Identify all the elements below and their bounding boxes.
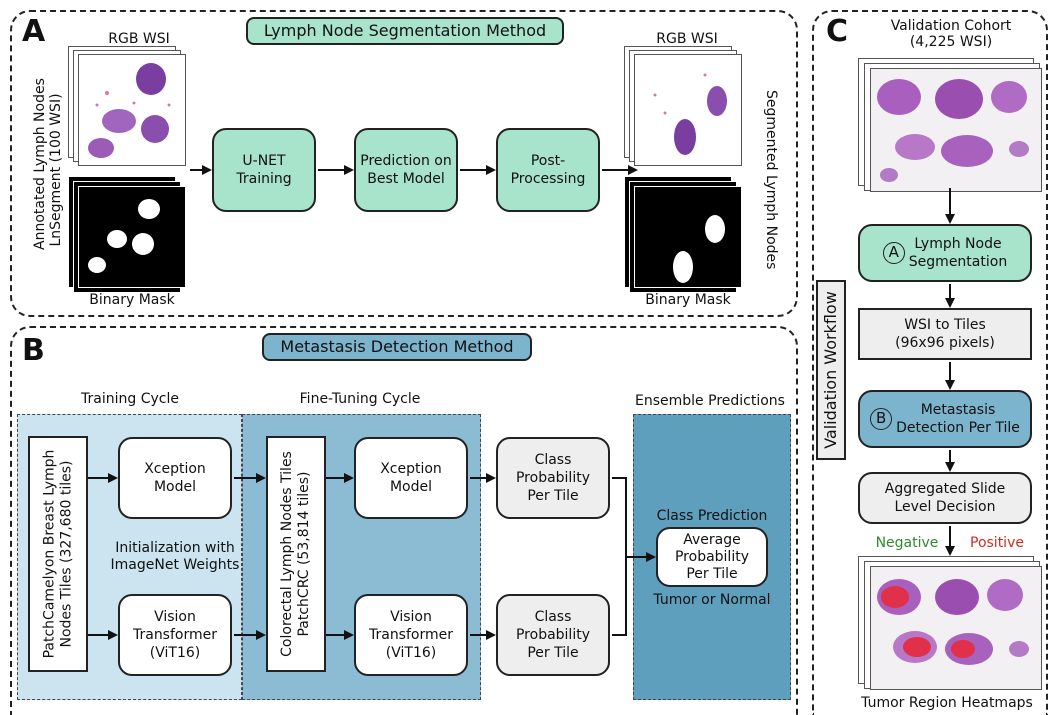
post-processing-step: Post- Processing bbox=[496, 128, 600, 212]
vit-model-2: Vision Transformer (ViT16) bbox=[354, 594, 468, 676]
wsi-to-tiles-step: WSI to Tiles (96x96 pixels) bbox=[858, 308, 1032, 360]
panel-c-letter: C bbox=[826, 14, 849, 49]
panel-a-letter: A bbox=[22, 14, 46, 49]
output-binary-mask-label: Binary Mask bbox=[645, 292, 731, 308]
heatmap-image bbox=[877, 579, 1029, 665]
negative-label: Negative bbox=[875, 535, 939, 551]
input-binary-mask-label: Binary Mask bbox=[89, 292, 175, 308]
step-a-label: Lymph Node Segmentation bbox=[908, 236, 1008, 270]
positive-label: Positive bbox=[970, 535, 1024, 551]
ensemble-predictions-label: Ensemble Predictions bbox=[635, 393, 785, 409]
output-tissue-image bbox=[653, 73, 727, 155]
step-b-marker: B bbox=[870, 408, 893, 430]
aggregated-decision-step: Aggregated Slide Level Decision bbox=[858, 472, 1032, 524]
xception-model-2: Xception Model bbox=[354, 437, 468, 519]
prediction-step: Prediction on Best Model bbox=[354, 128, 458, 212]
step-a-marker: A bbox=[882, 242, 905, 264]
xception-model-1: Xception Model bbox=[118, 437, 232, 519]
training-cycle-label: Training Cycle bbox=[81, 391, 179, 407]
average-probability-box: Average Probability Per Tile bbox=[656, 527, 768, 587]
panel-a bbox=[10, 10, 798, 317]
cohort-line2: (4,225 WSI) bbox=[909, 34, 993, 50]
panel-b-letter: B bbox=[22, 333, 45, 368]
patchcamelyon-dataset-box: PatchCamelyon Breast Lymph Nodes Tiles (… bbox=[28, 436, 88, 672]
tumor-or-normal-label: Tumor or Normal bbox=[653, 592, 771, 608]
input-rgb-label: RGB WSI bbox=[108, 31, 170, 47]
class-probability-1: Class Probability Per Tile bbox=[496, 437, 610, 519]
output-mask-image bbox=[673, 215, 725, 283]
init-weights-label: Initialization with ImageNet Weights bbox=[110, 540, 240, 573]
unet-training-step: U-NET Training bbox=[212, 128, 316, 212]
patchcrc-dataset-box: Colorectal Lymph Nodes Tiles PatchCRC (5… bbox=[266, 436, 326, 672]
step-b-label: Metastasis Detection Per Tile bbox=[896, 402, 1020, 436]
metastasis-detection-step: B Metastasis Detection Per Tile bbox=[858, 390, 1032, 448]
panel-a-title: Lymph Node Segmentation Method bbox=[246, 17, 564, 45]
cohort-line1: Validation Cohort bbox=[890, 18, 1012, 34]
input-mask-image bbox=[88, 199, 160, 273]
panel-b bbox=[10, 326, 798, 715]
panel-c bbox=[812, 10, 1048, 715]
panel-b-title: Metastasis Detection Method bbox=[262, 333, 532, 361]
input-tissue-image bbox=[88, 63, 171, 158]
validation-workflow-label-box: Validation Workflow bbox=[816, 280, 846, 460]
lymph-node-segmentation-step: A Lymph Node Segmentation bbox=[858, 224, 1032, 282]
class-probability-2: Class Probability Per Tile bbox=[496, 594, 610, 676]
fine-tuning-cycle-label: Fine-Tuning Cycle bbox=[299, 391, 421, 407]
class-prediction-label: Class Prediction bbox=[656, 508, 768, 524]
vit-model-1: Vision Transformer (ViT16) bbox=[118, 594, 232, 676]
cohort-tissue-image bbox=[877, 79, 1029, 182]
heatmaps-label: Tumor Region Heatmaps bbox=[861, 695, 1033, 711]
output-rgb-label: RGB WSI bbox=[656, 31, 718, 47]
